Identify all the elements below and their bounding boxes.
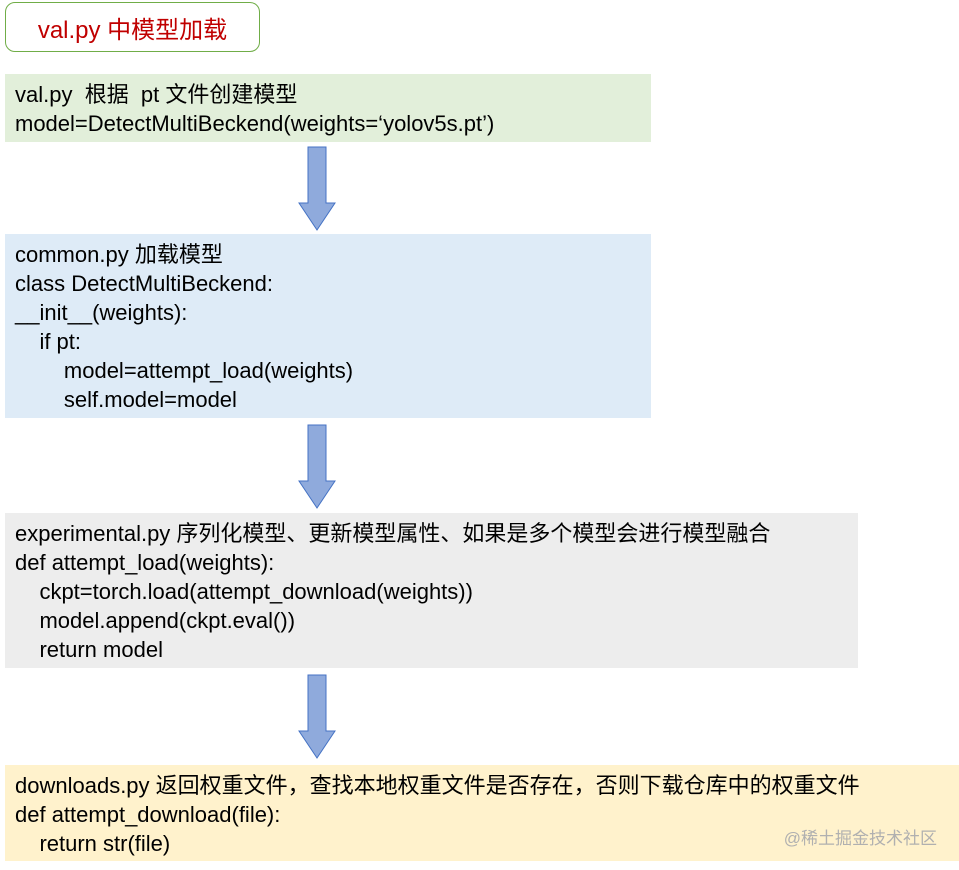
block-line: experimental.py 序列化模型、更新模型属性、如果是多个模型会进行模… [15, 521, 771, 546]
block-line: downloads.py 返回权重文件，查找本地权重文件是否存在，否则下载仓库中… [15, 773, 860, 798]
block-line: model.append(ckpt.eval()) [15, 608, 296, 633]
downloads-py-block: downloads.py 返回权重文件，查找本地权重文件是否存在，否则下载仓库中… [5, 765, 959, 861]
watermark: @稀土掘金技术社区 [783, 829, 937, 848]
block-line: class DetectMultiBeckend: [15, 271, 273, 296]
block-line: if pt: [15, 329, 82, 354]
experimental-py-block: experimental.py 序列化模型、更新模型属性、如果是多个模型会进行模… [5, 513, 858, 668]
diagram-title-text: val.py 中模型加载 [37, 16, 228, 44]
block-line: __init__(weights): [15, 300, 188, 325]
block-line: return str(file) [15, 831, 171, 856]
block-line: model=attempt_load(weights) [15, 358, 354, 383]
block-line: return model [15, 637, 163, 662]
down-arrow-icon [298, 424, 336, 509]
common-py-block: common.py 加载模型 class DetectMultiBeckend:… [5, 234, 651, 418]
block-line: val.py 根据 pt 文件创建模型 [15, 82, 298, 107]
val-py-block: val.py 根据 pt 文件创建模型 model=DetectMultiBec… [5, 74, 651, 142]
block-line: self.model=model [15, 387, 237, 412]
down-arrow-icon [298, 674, 336, 759]
block-line: ckpt=torch.load(attempt_download(weights… [15, 579, 473, 604]
block-line: common.py 加载模型 [15, 242, 223, 267]
diagram-title: val.py 中模型加载 [5, 2, 260, 52]
block-line: def attempt_load(weights): [15, 550, 275, 575]
block-line: model=DetectMultiBeckend(weights=‘yolov5… [15, 111, 495, 136]
down-arrow-icon [298, 146, 336, 231]
block-line: def attempt_download(file): [15, 802, 281, 827]
